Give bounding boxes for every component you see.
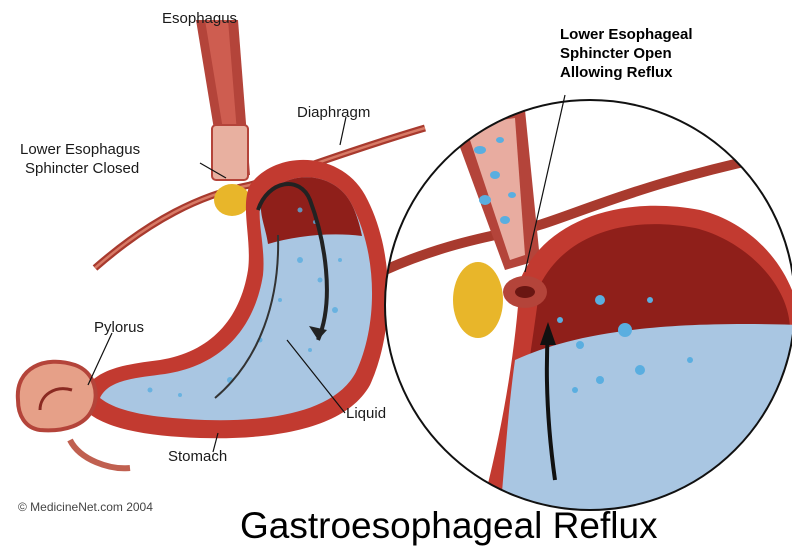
zoom-inset xyxy=(385,95,792,515)
label-diaphragm: Diaphragm xyxy=(297,104,370,121)
label-les-closed-2: Sphincter Closed xyxy=(25,160,139,177)
label-pylorus: Pylorus xyxy=(94,319,144,336)
stomach-illustration xyxy=(18,20,425,468)
copyright: © MedicineNet.com 2004 xyxy=(18,500,153,514)
label-liquid: Liquid xyxy=(346,405,386,422)
label-les-open-1: Lower Esophageal xyxy=(560,26,693,43)
duodenum xyxy=(18,362,96,431)
label-esophagus: Esophagus xyxy=(162,10,237,27)
label-les-open-2: Sphincter Open xyxy=(560,45,672,62)
label-les-closed-1: Lower Esophagus xyxy=(20,141,140,158)
label-stomach: Stomach xyxy=(168,448,227,465)
fat-pad xyxy=(214,184,250,216)
title: Gastroesophageal Reflux xyxy=(240,505,658,546)
label-les-open-3: Allowing Reflux xyxy=(560,64,673,81)
